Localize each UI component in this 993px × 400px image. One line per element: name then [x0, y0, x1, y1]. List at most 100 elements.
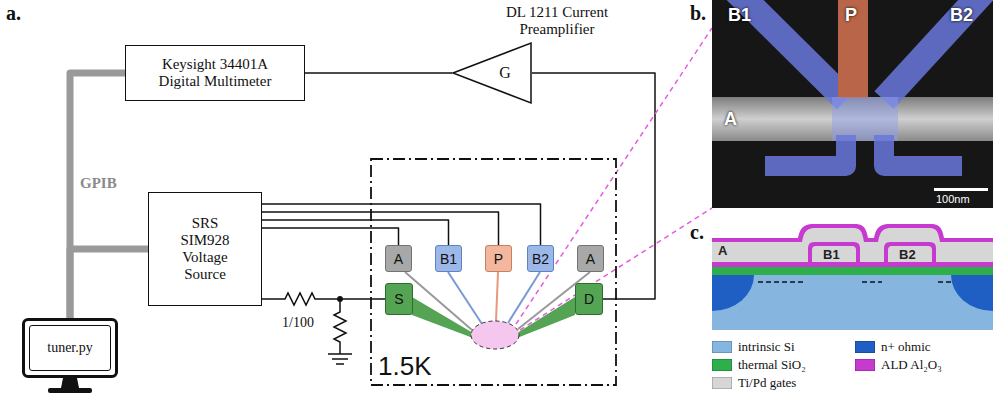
legend-swatch [855, 341, 875, 353]
script-name: tuner.py [47, 341, 93, 355]
sem-image-part [934, 188, 988, 191]
legend-text: ALD Al₂O₃ [881, 358, 942, 372]
gate-name: P [845, 6, 857, 24]
divider-ratio: 1/100 [282, 316, 314, 330]
cross-section-part [712, 267, 993, 275]
instrument-box: SRS SIM928 Voltage Source [148, 192, 262, 306]
legend-entry: intrinsic Si [712, 340, 795, 354]
pad-label: A [586, 252, 595, 266]
contact-pad: B1 [435, 245, 462, 272]
pad-label: B1 [440, 252, 457, 266]
bus-cable [70, 73, 125, 318]
device-wiring [405, 272, 590, 349]
resistor-symbol-part [336, 363, 344, 365]
panel-letter: c. [690, 222, 704, 242]
pad-label: B2 [532, 252, 549, 266]
temperature-label: 1.5K [378, 353, 432, 379]
legend-entry: ALD Al₂O₃ [855, 358, 942, 372]
bus-cable [70, 249, 148, 318]
resistor-symbol-part [328, 353, 352, 355]
signal-wire [305, 72, 452, 74]
cross-section-part [758, 281, 952, 283]
pad-label: P [494, 252, 503, 266]
sem-image-part [735, 0, 846, 100]
legend-swatch [855, 359, 875, 371]
gate-name: B1 [728, 6, 751, 24]
contact-pad: S [385, 283, 413, 315]
contact-pad: B2 [527, 245, 554, 272]
monitor-stand [48, 378, 92, 393]
gate-name: A [724, 110, 737, 128]
cross-section-part-part [862, 281, 882, 283]
cross-section-part-part [938, 281, 952, 283]
resistor-symbol-part [280, 293, 322, 305]
monitor-stand-part [48, 388, 92, 393]
device-wiring-part [496, 272, 498, 321]
panel-letter: b. [690, 3, 706, 23]
device-wiring-part [471, 321, 519, 349]
gain-symbol: G [499, 65, 511, 81]
zoom-leader [516, 28, 712, 330]
contact-pad: P [485, 245, 512, 272]
signal-wire [262, 212, 499, 245]
legend-text: intrinsic Si [738, 340, 795, 354]
legend-swatch [712, 359, 732, 371]
cross-section [670, 224, 993, 330]
pad-label: A [394, 252, 403, 266]
cross-section-part-part [951, 275, 993, 311]
panel-letter: a. [6, 3, 21, 23]
bus-name: GPIB [80, 176, 117, 191]
cross-section-part-part [712, 275, 754, 311]
amplifier-name: DL 1211 Current Preamplifier [482, 4, 632, 38]
instrument-label: SRS SIM928 Voltage Source [167, 215, 243, 284]
cryostat-region: 1.5K A B1 P B2 A S D [370, 158, 617, 386]
instrument-box: Keysight 34401A Digital Multimeter [125, 45, 305, 101]
cross-section-part [712, 275, 993, 330]
connector-group [70, 73, 655, 318]
cross-section-part [712, 228, 993, 262]
cross-section-part [712, 262, 993, 267]
contact-pad: D [575, 283, 603, 315]
sem-image-part [884, 135, 962, 166]
pad-label: S [394, 292, 403, 306]
cross-section-part [712, 224, 993, 262]
legend-text: thermal SiO₂ [738, 358, 806, 372]
gate-name: B2 [950, 6, 973, 24]
legend-entry: n+ ohmic [855, 340, 931, 354]
signal-wire [262, 228, 399, 245]
signal-wire [262, 204, 541, 245]
device-wiring-part [448, 272, 482, 324]
legend-text: Ti/Pd gates [738, 376, 796, 390]
sem-image-part [765, 135, 846, 166]
resistor-symbol-part [332, 358, 348, 360]
resistor-symbol-part [334, 299, 346, 354]
legend-entry: Ti/Pd gates [712, 376, 796, 390]
resistor-symbol-part [280, 290, 322, 308]
sem-image-part [884, 0, 985, 100]
legend-text: n+ ohmic [881, 340, 931, 354]
amplifier-outline [453, 43, 531, 103]
device-wiring-part [517, 297, 575, 338]
contact-pad: A [577, 245, 604, 272]
sem-image-part [712, 97, 993, 141]
resistor-symbol [280, 290, 352, 364]
instrument-label: Keysight 34401A Digital Multimeter [151, 56, 279, 91]
signal-wire [262, 220, 449, 245]
legend-swatch [712, 377, 732, 389]
scale-bar-label: 100nm [936, 194, 970, 205]
amplifier-outline [452, 42, 532, 104]
computer-monitor: tuner.py [22, 318, 118, 378]
gate-name: B1 [823, 248, 840, 261]
cryostat-outline [371, 159, 616, 385]
legend-entry: thermal SiO₂ [712, 358, 806, 372]
cross-section-part [808, 242, 860, 262]
monitor-stand-part [61, 378, 79, 388]
cross-section-part [712, 275, 993, 311]
sem-image [712, 0, 993, 208]
cryostat-outline [370, 158, 617, 386]
gate-name: B2 [899, 248, 916, 261]
pad-label: D [584, 292, 594, 306]
legend-swatch [712, 341, 732, 353]
cross-section-part-part [758, 281, 806, 283]
